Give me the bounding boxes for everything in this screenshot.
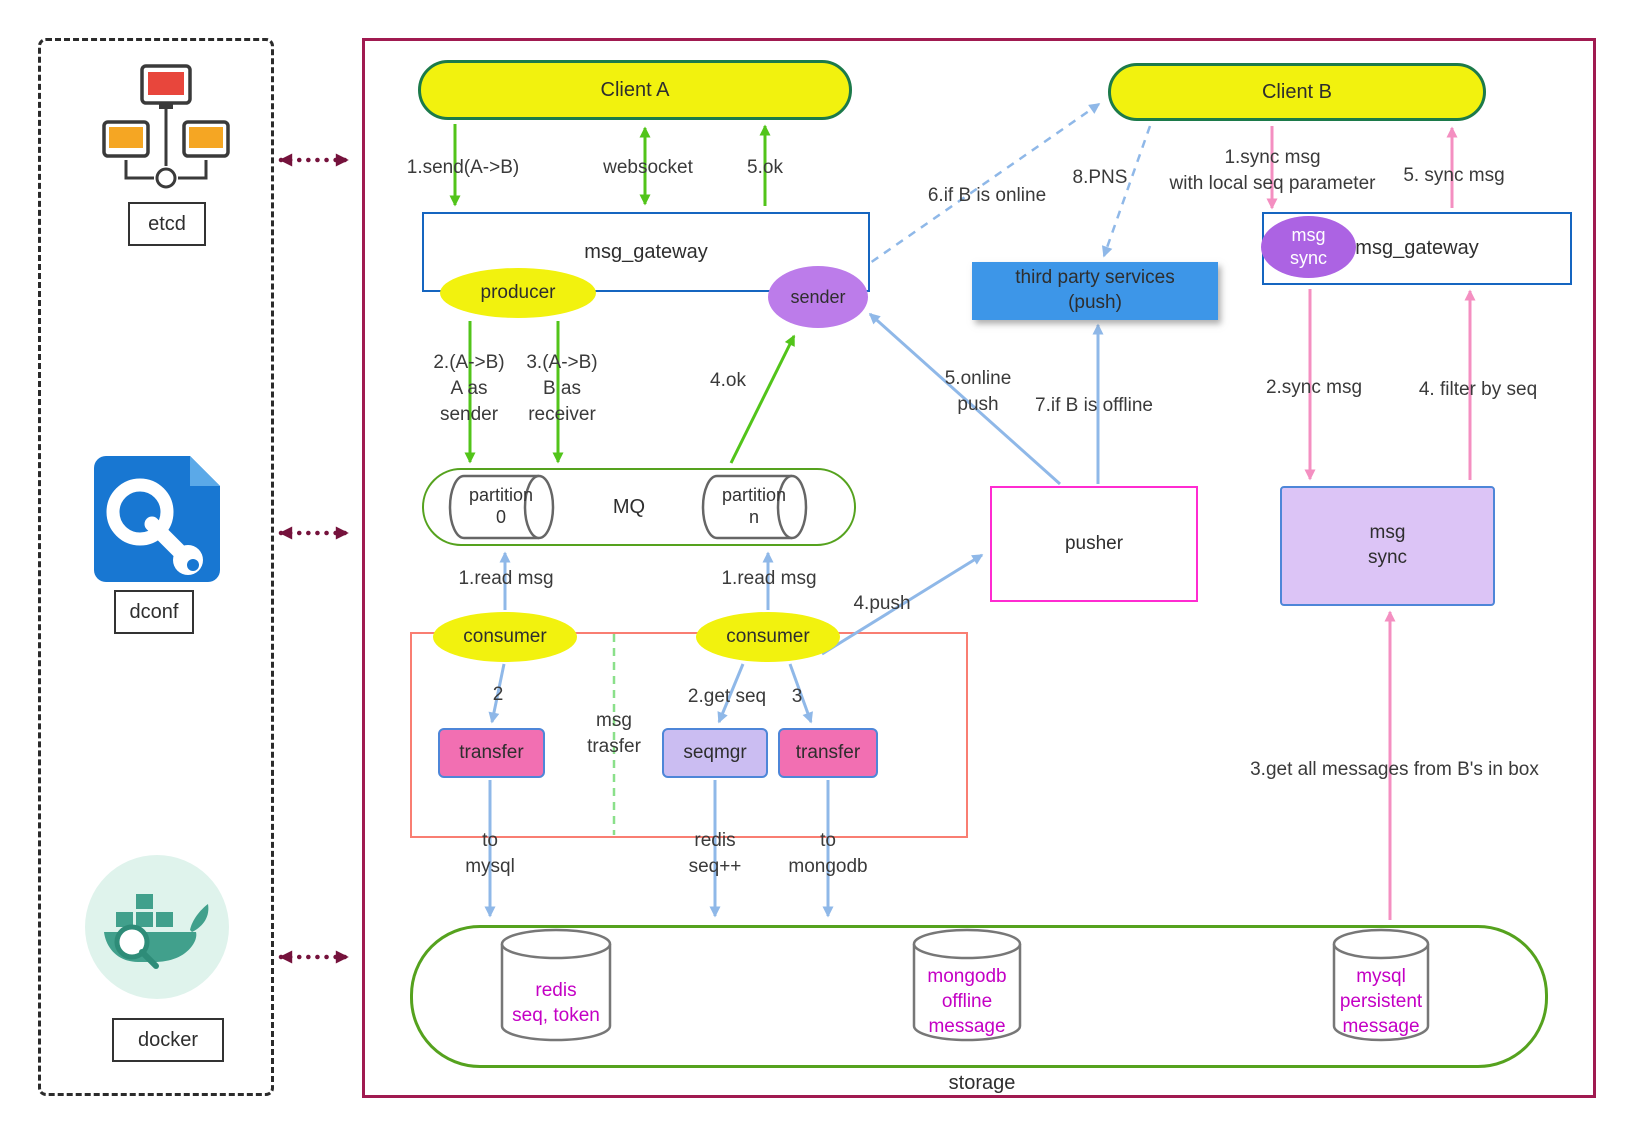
edge-label-online-push: 5.online push (944, 368, 1012, 416)
client-b-node: Client B (1108, 63, 1486, 121)
consumer-right-node: consumer (696, 612, 840, 662)
producer-node: producer (440, 268, 596, 318)
arrow-online-push (868, 312, 1062, 486)
partition-n-label: partition n (721, 485, 787, 527)
mongodb-cylinder (912, 928, 1022, 1042)
edge-label-4push: 4.push (853, 593, 911, 614)
edge-label-a-as-sender: 2.(A->B) A as sender (433, 352, 505, 426)
edge-label-redis-seq: redis seq++ (688, 830, 742, 878)
edge-label-get-seq: 2.get seq (687, 686, 767, 707)
edge-label-4ok: 4.ok (710, 370, 746, 391)
arrow-4push (821, 553, 984, 656)
pusher-node: pusher (990, 486, 1198, 602)
sender-node: sender (768, 266, 868, 328)
edge-label-if-offline: 7.if B is offline (1035, 395, 1153, 416)
edge-label-sync1: 1.sync msg with local seq parameter (1169, 147, 1376, 195)
storage-label: storage (948, 1071, 1016, 1094)
edge-label-to-mysql: to mysql (465, 830, 515, 878)
consumer-left-node: consumer (433, 612, 577, 662)
mongodb-label: mongodb offline message (927, 966, 1007, 1038)
dconf-label: dconf (114, 590, 194, 634)
etcd-label: etcd (128, 202, 206, 246)
edge-label-read-msg-left: 1.read msg (458, 568, 554, 589)
seqmgr-node: seqmgr (662, 728, 768, 778)
edge-label-sync2: 2.sync msg (1265, 377, 1363, 398)
edge-label-send: 1.send(A->B) (406, 157, 520, 178)
infra-panel (38, 38, 274, 1096)
third-party-services-node: third party services (push) (972, 262, 1218, 320)
docker-label: docker (112, 1018, 224, 1062)
partition-0-label: partition 0 (468, 485, 534, 527)
transfer-right-node: transfer (778, 728, 878, 778)
transfer-left-node: transfer (438, 728, 545, 778)
edge-label-get-all: 3.get all messages from B's in box (1250, 759, 1539, 780)
partition-n-cylinder (701, 474, 808, 540)
arrow-if-online (846, 102, 1101, 281)
edge-label-pns: 8.PNS (1072, 167, 1128, 188)
arrow-pns (1101, 125, 1152, 258)
docker-icon (85, 855, 229, 999)
mysql-label: mysql persistent message (1339, 966, 1423, 1038)
edge-label-read-msg-right: 1.read msg (721, 568, 817, 589)
arrow-get-seq (717, 663, 745, 724)
edge-label-step2: 2 (492, 684, 504, 705)
edge-label-filter-by-seq: 4. filter by seq (1418, 379, 1538, 400)
arrow-step3 (788, 663, 813, 724)
dconf-icon (94, 456, 220, 582)
edge-label-sync5: 5. sync msg (1403, 165, 1505, 186)
etcd-icon (102, 64, 230, 189)
client-a-node: Client A (418, 60, 852, 120)
redis-label: redis seq, token (512, 980, 600, 1027)
edge-label-step3: 3 (791, 686, 803, 707)
mq-label: MQ (612, 495, 646, 518)
edge-label-5ok: 5.ok (747, 157, 783, 178)
edge-label-to-mongodb: to mongodb (788, 830, 868, 878)
msg-transfer-group (410, 632, 968, 838)
msg-trasfer-note: msg trasfer (587, 710, 641, 758)
arrow-4ok (729, 334, 796, 464)
partition-0-cylinder (448, 474, 555, 540)
redis-cylinder (500, 928, 612, 1042)
edge-label-b-as-receiver: 3.(A->B) B as receiver (526, 352, 598, 426)
arrow-step2 (488, 663, 506, 724)
msg-sync-ellipse: msg sync (1261, 216, 1356, 278)
edge-label-websocket: websocket (603, 157, 693, 178)
msg-sync-box-node: msg sync (1280, 486, 1495, 606)
mysql-cylinder (1332, 928, 1430, 1042)
main-frame (362, 38, 1596, 1098)
edge-label-if-online: 6.if B is online (927, 185, 1047, 206)
